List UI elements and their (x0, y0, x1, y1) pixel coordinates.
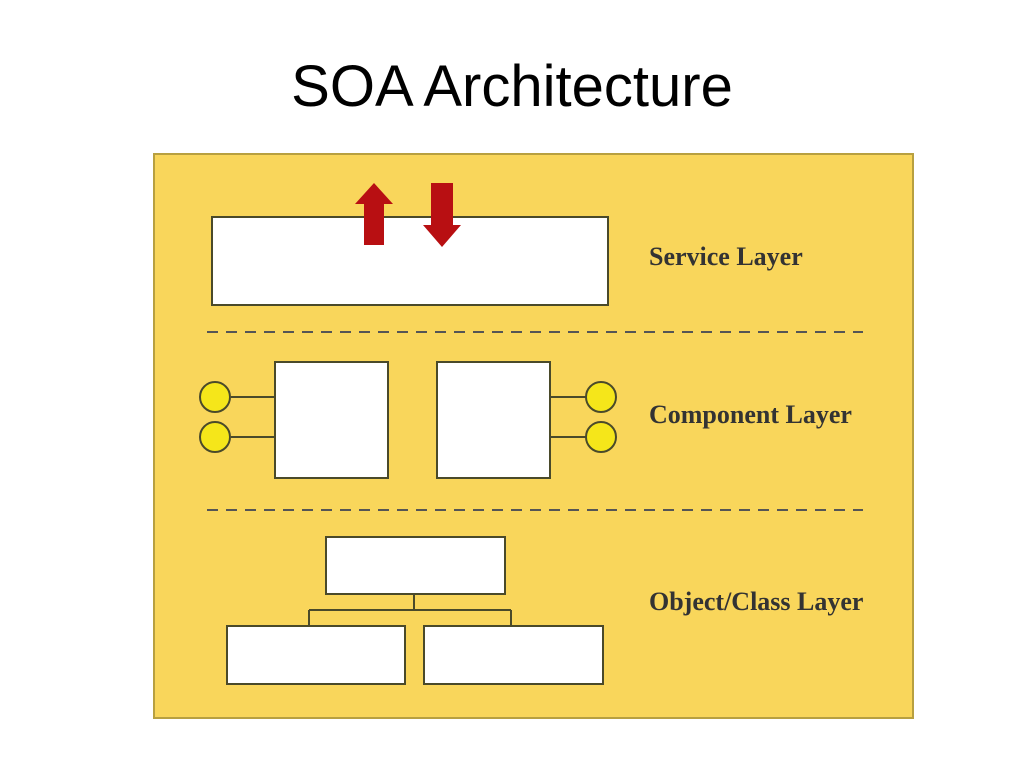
interface-circle-icon (585, 421, 617, 453)
object-class-layer-label: Object/Class Layer (649, 587, 864, 616)
component-box (436, 361, 551, 479)
service-layer-label: Service Layer (649, 242, 803, 271)
soa-diagram: Service Layer Component Layer Object/Cla… (153, 153, 914, 719)
interface-circle-icon (199, 381, 231, 413)
diagram-canvas (155, 155, 912, 717)
arrow-down-icon (423, 183, 461, 247)
service-box (211, 216, 609, 306)
child-class-box (423, 625, 604, 685)
component-box (274, 361, 389, 479)
page-title: SOA Architecture (291, 54, 733, 119)
parent-class-box (325, 536, 506, 595)
interface-circle-icon (585, 381, 617, 413)
arrow-up-icon (355, 183, 393, 245)
child-class-box (226, 625, 406, 685)
interface-circle-icon (199, 421, 231, 453)
component-layer-label: Component Layer (649, 400, 852, 429)
